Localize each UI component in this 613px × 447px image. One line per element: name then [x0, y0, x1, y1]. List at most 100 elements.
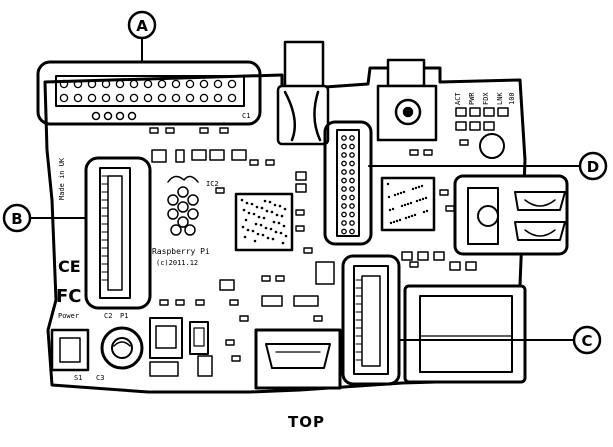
soc-chip	[234, 192, 294, 252]
csi-pin	[341, 152, 347, 158]
gpio-pin	[199, 79, 209, 89]
lan-marking	[407, 215, 411, 219]
gpio-pin	[185, 79, 195, 89]
csi-pin	[349, 152, 355, 158]
csi-pin	[349, 211, 355, 218]
usb-ports	[453, 174, 569, 256]
power-connector	[50, 328, 90, 372]
callout-d-label: D	[587, 158, 599, 176]
soc-marking	[263, 199, 267, 203]
soc-marking	[264, 226, 268, 230]
lan-marking	[395, 219, 399, 223]
soc-marking	[279, 231, 283, 235]
soc-marking	[270, 210, 274, 214]
csi-pin	[349, 203, 355, 209]
soc-marking	[243, 235, 247, 239]
gpio-pin	[101, 93, 111, 103]
gpio-pin	[101, 79, 111, 89]
status-leds	[455, 107, 509, 159]
smd-part	[225, 339, 235, 346]
gpio-header	[36, 60, 262, 126]
soc-marking	[251, 229, 255, 233]
csi-pin	[349, 220, 355, 226]
csi-pin	[341, 143, 347, 150]
led-label-lnk: LNK	[496, 92, 504, 105]
soc-marking	[272, 220, 276, 224]
callout-a-label: A	[136, 17, 148, 35]
gpio-pin	[87, 79, 97, 89]
lan-marking	[398, 218, 402, 222]
gpio-pin	[129, 79, 139, 89]
csi-pin	[341, 135, 347, 141]
smd-part	[149, 127, 159, 134]
lan-marking	[410, 214, 414, 218]
made-in-uk-text: Made in UK	[58, 157, 66, 200]
soc-marking	[284, 234, 288, 238]
lan-marking	[421, 197, 425, 201]
fcc-mark: FC	[56, 286, 82, 307]
smd-part	[199, 127, 209, 134]
smd-part	[265, 159, 275, 166]
gpio-pin	[157, 93, 167, 103]
ce-mark: CE	[58, 257, 81, 276]
soc-marking	[257, 215, 261, 219]
smd-part	[215, 187, 225, 194]
soc-marking	[242, 208, 246, 212]
soc-marking	[244, 218, 248, 222]
lan-marking	[424, 196, 428, 200]
soc-marking	[271, 237, 275, 241]
lan-marking	[409, 201, 413, 205]
smd-part	[175, 299, 185, 306]
lan-marking	[388, 208, 392, 212]
soc-marking	[274, 230, 278, 234]
rca-video-jack	[376, 58, 438, 142]
led-label-pwr: PWR	[468, 92, 476, 105]
gpio-pin	[129, 93, 139, 103]
smd-part	[195, 299, 205, 306]
gpio-pin	[157, 79, 167, 89]
lan-marking	[393, 193, 397, 197]
soc-marking	[259, 223, 263, 227]
csi-pin	[341, 160, 347, 167]
ethernet-port	[403, 284, 527, 384]
camera-connector	[323, 120, 373, 246]
led-label-fdx: FDX	[482, 92, 490, 105]
gpio-pin	[227, 79, 237, 89]
soc-marking	[275, 213, 279, 217]
csi-pin	[349, 160, 355, 167]
soc-marking	[247, 211, 251, 215]
label-c2: C2	[104, 312, 112, 320]
lan-marking	[396, 192, 400, 196]
led-label-act: ACT	[454, 92, 462, 105]
csi-pin	[349, 135, 355, 141]
soc-marking	[260, 206, 264, 210]
lan-marking	[399, 191, 403, 195]
lan-marking	[414, 186, 418, 190]
smd-part	[275, 275, 285, 282]
gpio-pin	[143, 79, 153, 89]
csi-pin	[341, 186, 347, 192]
lan-marking	[425, 209, 429, 213]
lan-marking	[392, 220, 396, 224]
smd-part	[261, 275, 271, 282]
soc-marking	[250, 202, 254, 206]
gpio-pin	[59, 93, 69, 103]
callout-c	[572, 325, 602, 355]
gpio-pin	[171, 93, 181, 103]
soc-marking	[282, 224, 286, 228]
smd-part	[239, 315, 249, 322]
soc-marking	[253, 239, 257, 243]
smd-part	[313, 315, 323, 322]
lan-marking	[406, 202, 410, 206]
soc-marking	[254, 222, 258, 226]
smd-part	[159, 299, 169, 306]
lan-marking	[422, 210, 426, 214]
csi-pin	[341, 203, 347, 209]
gpio-pin	[199, 93, 209, 103]
diagram-caption: TOP	[288, 413, 325, 431]
callout-b-label: B	[11, 210, 22, 228]
lan-marking	[417, 185, 421, 189]
lan-marking	[420, 184, 424, 188]
smd-part	[249, 159, 259, 166]
lan-marking	[402, 190, 406, 194]
